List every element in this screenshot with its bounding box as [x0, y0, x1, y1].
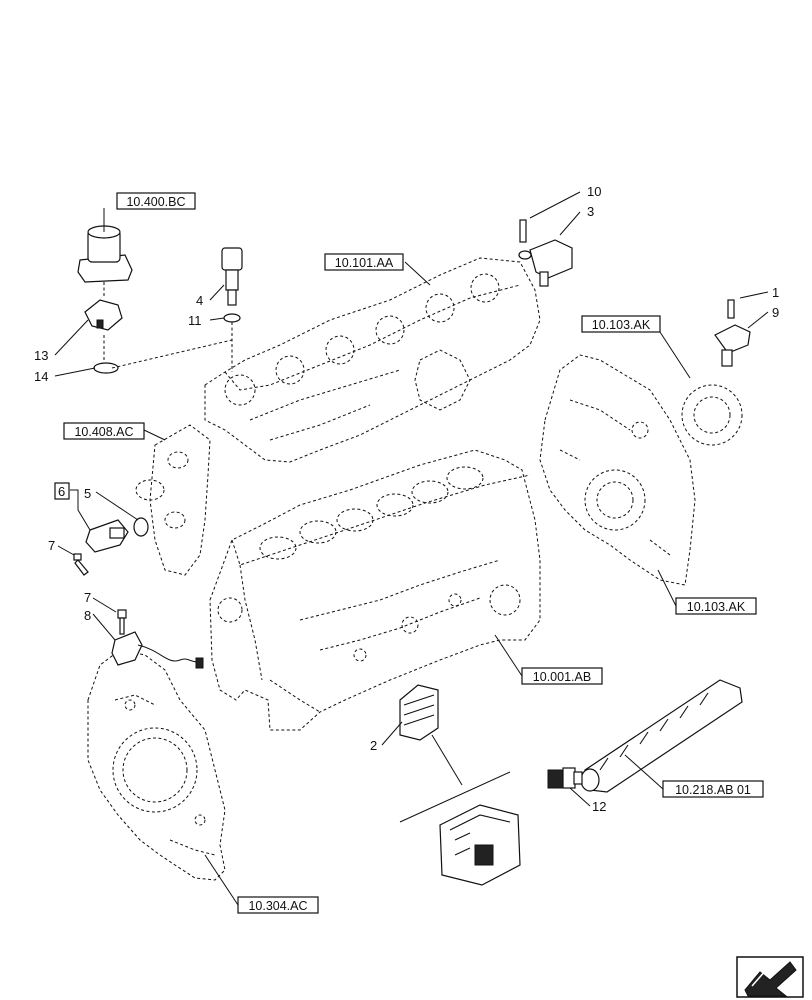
callout-3: 3 — [587, 204, 594, 219]
ref-10103ak-bottom[interactable]: 10.103.AK — [675, 597, 757, 615]
callout-2: 2 — [370, 738, 377, 753]
camshaft-speed-sensor — [714, 299, 751, 367]
callout-6: 6 — [58, 484, 65, 499]
svg-text:10.103.AK: 10.103.AK — [687, 600, 746, 614]
callout-9: 9 — [772, 305, 779, 320]
flywheel-housing — [87, 649, 226, 881]
crank-speed-sensor — [85, 519, 129, 553]
svg-text:10.304.AC: 10.304.AC — [248, 899, 307, 913]
callout-4: 4 — [196, 293, 203, 308]
svg-text:10.400.BC: 10.400.BC — [126, 195, 185, 209]
callout-10: 10 — [587, 184, 601, 199]
ref-10304ac[interactable]: 10.304.AC — [237, 896, 319, 914]
ref-10400bc[interactable]: 10.400.BC — [116, 192, 196, 210]
svg-text:10.001.AB: 10.001.AB — [533, 670, 591, 684]
svg-text:10.101.AA: 10.101.AA — [335, 256, 394, 270]
manifold-sensor — [518, 219, 573, 287]
callout-7b: 7 — [84, 590, 91, 605]
svg-text:10.103.AK: 10.103.AK — [592, 318, 651, 332]
ref-10001ab[interactable]: 10.001.AB — [521, 667, 603, 685]
callout-11: 11 — [188, 313, 202, 328]
leader-lines — [54, 191, 769, 906]
callout-13: 13 — [34, 348, 48, 363]
callout-14: 14 — [34, 369, 48, 384]
next-page-arrow-icon[interactable] — [736, 956, 804, 998]
o-ring-5 — [133, 517, 149, 537]
ecu-small — [399, 684, 439, 741]
phonic-wheel — [681, 384, 743, 446]
callout-5: 5 — [84, 486, 91, 501]
ref-10408ac[interactable]: 10.408.AC — [63, 422, 145, 440]
svg-text:10.408.AC: 10.408.AC — [74, 425, 133, 439]
bolt-7a — [73, 553, 89, 576]
flywheel-speed-sensor — [111, 631, 204, 669]
bolt-7b — [117, 609, 127, 635]
thermostat — [84, 299, 123, 331]
ref-10103ak-top[interactable]: 10.103.AK — [581, 315, 661, 333]
callout-7a: 7 — [48, 538, 55, 553]
cylinder-head — [204, 257, 541, 463]
o-ring-11 — [223, 313, 241, 323]
thermostat-housing — [77, 225, 133, 283]
engine-block — [209, 449, 541, 731]
callout-12: 12 — [592, 799, 606, 814]
svg-text:10.218.AB 01: 10.218.AB 01 — [675, 783, 751, 797]
fuel-pressure-sensor — [547, 767, 583, 789]
fuel-rail — [580, 679, 743, 793]
callout-labels: 10 3 1 9 4 11 13 14 6 5 7 7 8 2 12 — [34, 184, 779, 814]
seal-ring — [93, 362, 119, 374]
oil-filter-housing — [135, 424, 211, 576]
ref-10101aa[interactable]: 10.101.AA — [324, 253, 404, 271]
front-cover — [539, 354, 696, 586]
pressure-sensor — [221, 247, 243, 306]
callout-6-box: 6 — [54, 482, 70, 500]
ecu-large — [439, 804, 521, 886]
callout-8: 8 — [84, 608, 91, 623]
callout-1: 1 — [772, 285, 779, 300]
ref-10218ab[interactable]: 10.218.AB 01 — [662, 780, 764, 798]
